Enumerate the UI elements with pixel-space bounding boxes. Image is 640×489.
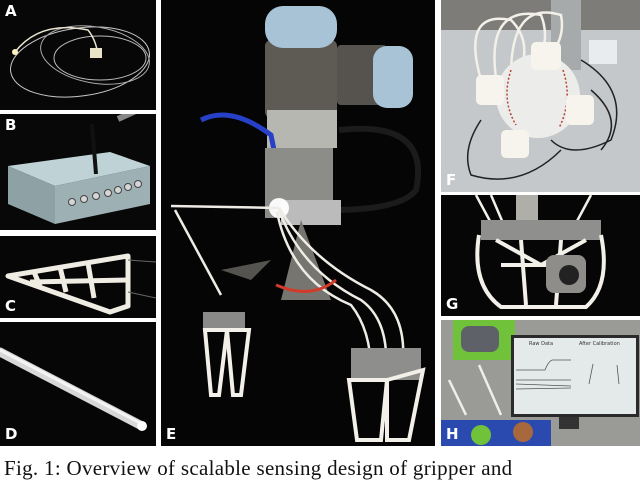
fiber-coil-image [10, 25, 150, 98]
lattice-finger-image [5, 253, 156, 315]
monitor-screen [514, 338, 636, 414]
panel-label-h: H [446, 425, 459, 443]
fiber-closeup-image [0, 347, 147, 431]
robot-gripper-image [170, 6, 426, 442]
panel-g: G [441, 195, 640, 316]
panel-a: A [0, 0, 156, 110]
panel-label-c: C [5, 297, 17, 315]
monitor-demo-image [441, 320, 640, 446]
panel-d: D [0, 322, 156, 446]
readout-box-image [8, 114, 150, 224]
panel-e: E [161, 0, 435, 446]
figure-caption: Fig. 1: Overview of scalable sensing des… [4, 456, 513, 480]
monitor-title-raw: Raw Data [529, 341, 554, 347]
cylinder-grasp-image [474, 195, 606, 309]
monitor-title-calibrated: After Calibration [579, 341, 620, 347]
panel-b: B [0, 114, 156, 230]
panel-h: Raw Data After Calibration H [441, 320, 640, 446]
figure: A B C [0, 0, 640, 446]
panel-label-b: B [5, 116, 17, 134]
panel-label-a: A [5, 2, 17, 20]
panel-c: C [0, 236, 156, 318]
panel-label-d: D [5, 425, 18, 443]
panel-label-g: G [446, 295, 459, 313]
baseball-gripper-image [441, 0, 640, 180]
panel-f: F [441, 0, 640, 192]
panel-label-f: F [446, 171, 457, 189]
panel-label-e: E [166, 425, 177, 443]
